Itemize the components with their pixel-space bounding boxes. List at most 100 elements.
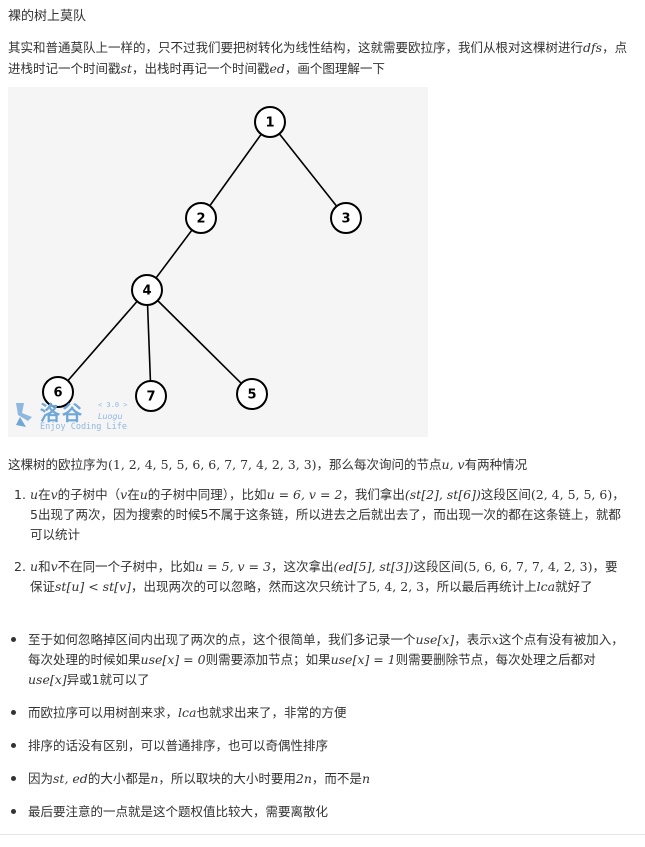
text: 异或1就可以了 [66, 672, 150, 687]
math-expr: use[x] = 0 [140, 652, 206, 667]
tree-node-6: 6 [42, 376, 74, 408]
text: ，而不是 [311, 771, 362, 786]
tree-node-label: 1 [265, 116, 274, 131]
tree-node-3: 3 [330, 202, 362, 234]
text: 的子树中（ [57, 487, 121, 502]
watermark-sub: Luogu [98, 412, 123, 421]
list-item: 排序的话没有区别，可以普通排序，也可以奇偶性排序 [8, 736, 633, 756]
tree-figure: 1 2 3 4 6 7 5 洛谷 < 3.0 > Luogu Enjoy Coding Li… [8, 87, 428, 437]
text: 这段区间 [480, 487, 531, 502]
math-lca: lca [178, 705, 197, 720]
math-v: v [120, 487, 128, 502]
text: 则需要添加节点；如果 [205, 652, 331, 667]
text: 就好了 [555, 579, 593, 594]
math-lca: lca [536, 579, 556, 594]
list-number: 2. [14, 559, 26, 574]
tree-edge [146, 289, 152, 397]
math-expr: u = 5, v = 3 [195, 559, 271, 574]
tree-node-1: 1 [254, 106, 286, 138]
list-item: 最后要注意的一点就是这个题权值比较大，需要离散化 [8, 802, 633, 822]
watermark-version: < 3.0 > [98, 401, 128, 409]
tree-diagram: 1 2 3 4 6 7 5 [42, 106, 362, 412]
tree-node-label: 2 [196, 212, 205, 227]
math-u: u [30, 487, 39, 502]
intro-paragraph: 其实和普通莫队上一样的，只不过我们要把树转化为线性结构，这就需要欧拉序，我们从根… [8, 37, 638, 79]
math-expr: use[x] [415, 632, 455, 647]
math-u: u [30, 559, 39, 574]
tree-node-circle [131, 274, 163, 306]
math-seq: (5, 6, 6, 7, 7, 4, 2, 3) [463, 559, 593, 574]
text: 而欧拉序可以用树剖来求， [28, 705, 179, 720]
tree-node-label: 3 [341, 212, 350, 227]
math-expr: st[u] < st[v] [55, 579, 131, 594]
euler-text: ，那么每次询问的节点 [316, 457, 442, 472]
text: 排序的话没有区别，可以普通排序，也可以奇偶性排序 [28, 738, 329, 753]
tree-edge [200, 121, 271, 219]
math-dfs: dfs [583, 40, 603, 55]
intro-text: 其实和普通莫队上一样的，只不过我们要把树转化为线性结构，这就需要欧拉序，我们从根… [8, 40, 584, 55]
text: ，这次拿出 [270, 559, 334, 574]
math-expr: u = 6, v = 2 [266, 487, 343, 502]
math-seq: (2, 4, 5, 5, 6) [530, 487, 613, 502]
tree-node-circle [135, 380, 167, 412]
math-seq: 5, 4, 2, 3 [368, 579, 425, 594]
tree-node-5: 5 [236, 378, 268, 410]
math-2n: 2n [295, 771, 312, 786]
list-item: 1.u在v的子树中（v在u的子树中同理），比如u = 6, v = 2，我们拿出… [14, 485, 629, 545]
tree-edge [57, 289, 148, 393]
list-item: 因为st, ed的大小都是n，所以取块的大小时要用2n，而不是n [8, 769, 633, 789]
text: ，表示 [454, 632, 492, 647]
list-item: 2.u和v不在同一个子树中，比如u = 5, v = 3，这次拿出(ed[5],… [14, 557, 629, 597]
watermark-slogan: Enjoy Coding Life [40, 422, 127, 432]
math-v: v [50, 559, 58, 574]
bullet-list: 至于如何忽略掉区间内出现了两次的点，这个很简单，我们多记录一个use[x]，表示… [8, 630, 633, 835]
bullet-icon [11, 809, 16, 814]
bullet-icon [11, 743, 16, 748]
tree-node-label: 7 [146, 390, 155, 405]
math-n: n [150, 771, 159, 786]
text: 在 [127, 487, 140, 502]
text: ，要保证 [30, 559, 618, 594]
tree-node-2: 2 [185, 202, 217, 234]
math-u: u [139, 487, 148, 502]
tree-node-label: 4 [142, 284, 151, 299]
intro-text: ，点进栈时记一个时间戳 [8, 40, 628, 76]
tree-node-circle [185, 202, 217, 234]
intro-text: ，出栈时再记一个时间戳 [131, 61, 270, 76]
math-x: x [491, 632, 499, 647]
list-item: 至于如何忽略掉区间内出现了两次的点，这个很简单，我们多记录一个use[x]，表示… [8, 630, 633, 690]
list-number: 1. [14, 487, 26, 502]
text: 最后要注意的一点就是这个题权值比较大，需要离散化 [28, 804, 329, 819]
tree-node-circle [254, 106, 286, 138]
text: 因为 [28, 771, 54, 786]
tree-node-label: 6 [53, 386, 62, 401]
text: 这段区间 [413, 559, 464, 574]
tree-node-4: 4 [131, 274, 163, 306]
intro-text: ，画个图理解一下 [284, 61, 385, 76]
math-ed: ed [269, 61, 285, 76]
section-title: 裸的树上莫队 [8, 9, 87, 24]
math-st-ed: st, ed [53, 771, 88, 786]
text: 在 [38, 487, 51, 502]
math-expr: (ed[5], st[3]) [333, 559, 414, 574]
euler-text: 这棵树的欧拉序为 [8, 457, 109, 472]
text: ，出现两次的可以忽略，然而这次只统计了 [130, 579, 369, 594]
watermark-name: 洛谷 [40, 401, 84, 425]
math-expr: (st[2], st[6]) [404, 487, 481, 502]
tree-node-circle [42, 376, 74, 408]
tree-edge [146, 289, 253, 395]
math-v: v [50, 487, 58, 502]
text: 的大小都是 [87, 771, 151, 786]
text: 至于如何忽略掉区间内出现了两次的点，这个很简单，我们多记录一个 [28, 632, 416, 647]
tree-node-7: 7 [135, 380, 167, 412]
euler-paragraph: 这棵树的欧拉序为(1, 2, 4, 5, 5, 6, 6, 7, 7, 4, 2… [8, 455, 638, 475]
text: ，我们拿出 [342, 487, 405, 502]
math-st: st [120, 61, 132, 76]
text: ，所以最后再统计上 [424, 579, 537, 594]
text: ，5出现了两次，因为搜索的时候5不属于这条链，所以进去之后就出去了，而出现一次的… [30, 487, 625, 542]
text: 也就求出来了，非常的方便 [196, 705, 347, 720]
luogu-logo-icon [16, 403, 32, 427]
ordered-list: 1.u在v的子树中（v在u的子树中同理），比如u = 6, v = 2，我们拿出… [14, 485, 629, 597]
text: 和 [38, 559, 51, 574]
